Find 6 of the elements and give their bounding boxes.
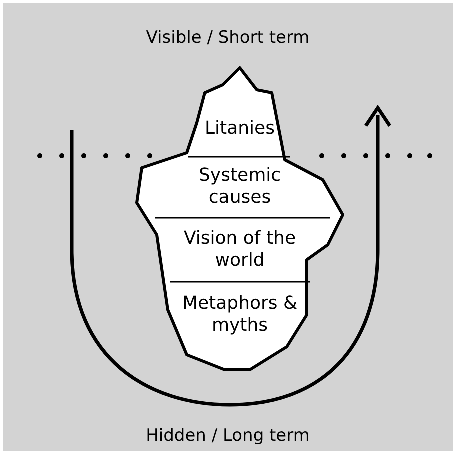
layer-label: Metaphors & myths	[180, 284, 300, 346]
axis-label: Visible / Short term	[146, 28, 310, 48]
axis-label: Hidden / Long term	[146, 426, 310, 446]
layer-label: Litanies	[190, 103, 290, 155]
layer-label: Vision of the world	[180, 220, 300, 280]
layer-label: Systemic causes	[180, 159, 300, 215]
